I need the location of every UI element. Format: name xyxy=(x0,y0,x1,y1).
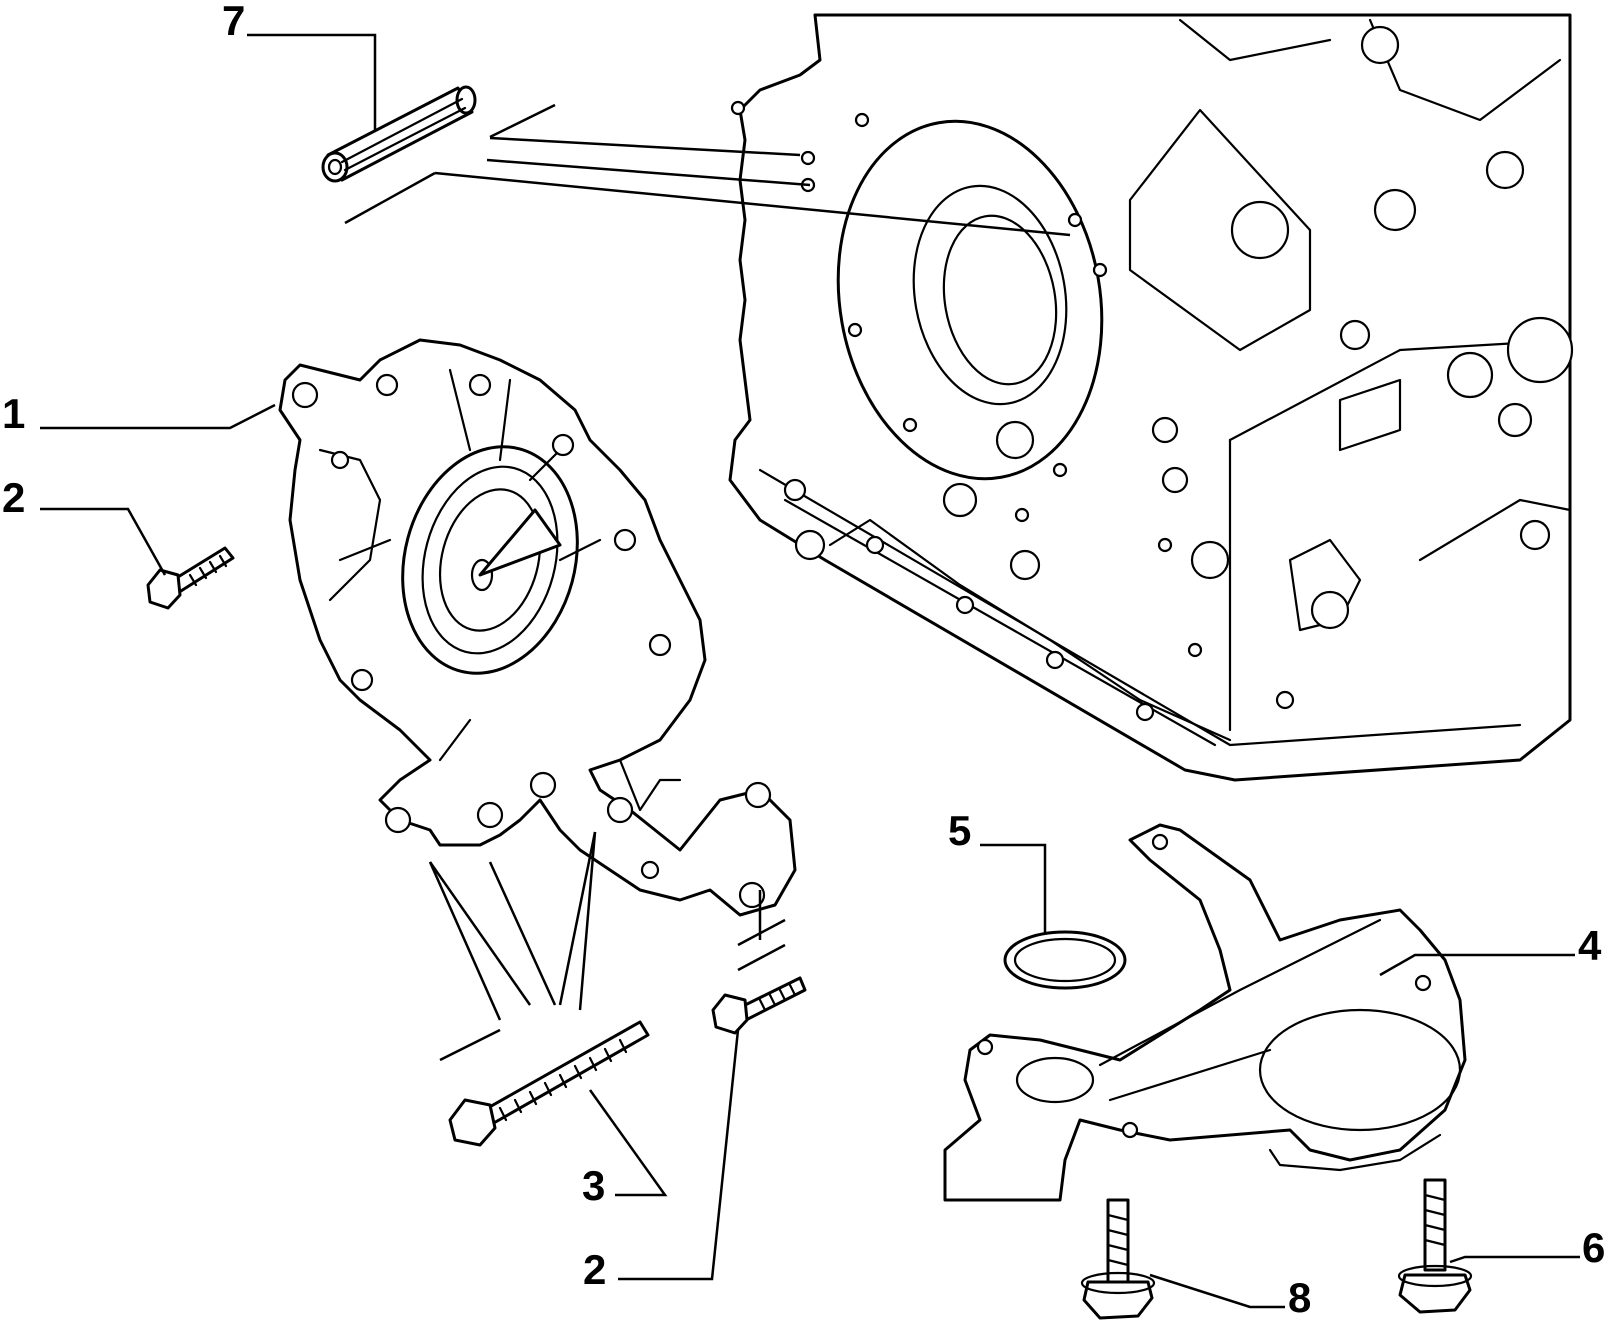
bolt-small-upper xyxy=(146,546,235,610)
callout-2-lower-label: 2 xyxy=(583,1246,606,1293)
callout-6-label: 6 xyxy=(1582,1224,1605,1271)
callout-1-label: 1 xyxy=(2,390,25,437)
callout-5-label: 5 xyxy=(948,807,971,854)
callout-4-label: 4 xyxy=(1578,922,1602,969)
engine-block xyxy=(728,13,1574,782)
bolt-long xyxy=(448,1020,650,1147)
callout-4: 4 xyxy=(1379,922,1602,977)
callout-8: 8 xyxy=(1149,1273,1311,1321)
callout-2-upper: 2 xyxy=(2,474,167,576)
callout-5: 5 xyxy=(948,807,1047,935)
callout-3-label: 3 xyxy=(582,1162,605,1209)
callout-7-label: 7 xyxy=(222,0,245,44)
dowel-pin xyxy=(321,85,477,183)
callout-3: 3 xyxy=(582,1089,668,1209)
callout-7: 7 xyxy=(222,0,377,130)
callout-6: 6 xyxy=(1449,1224,1605,1271)
flange-bolt-left xyxy=(1080,1198,1156,1320)
callout-2-lower: 2 xyxy=(583,1029,740,1293)
oil-pump-cover xyxy=(278,338,797,917)
flange-bolt-right xyxy=(1397,1178,1473,1314)
oil-pickup-strainer xyxy=(943,823,1467,1202)
callout-1: 1 xyxy=(2,390,276,437)
leader-lines xyxy=(344,103,1071,1062)
callout-2-upper-label: 2 xyxy=(2,474,25,521)
o-ring-seal xyxy=(1003,930,1127,990)
callout-8-label: 8 xyxy=(1288,1274,1311,1321)
bolt-small-lower xyxy=(711,976,807,1035)
